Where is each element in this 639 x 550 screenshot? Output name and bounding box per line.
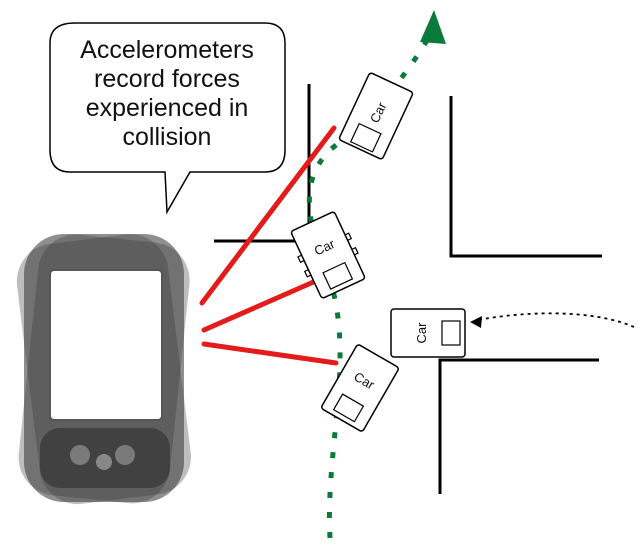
speech-bubble xyxy=(49,22,286,215)
approach-arrowhead xyxy=(470,316,482,328)
force-line-2 xyxy=(201,277,321,333)
callout-line: experienced in xyxy=(85,94,249,122)
approach-path xyxy=(477,312,635,328)
force-line-3 xyxy=(201,341,339,366)
car-1: Car xyxy=(338,72,414,160)
phone-icon xyxy=(16,234,191,505)
car-label: Car xyxy=(414,322,429,344)
road-edge-top-right xyxy=(449,96,602,258)
car-4: Car xyxy=(321,344,399,432)
callout-text: Accelerometers record forces experienced… xyxy=(52,36,282,152)
force-line-1 xyxy=(199,125,337,306)
car-3: Car xyxy=(390,308,466,358)
force-lines xyxy=(199,125,339,366)
callout-line: record forces xyxy=(94,65,240,93)
car-2: Car xyxy=(290,211,366,299)
road-edge-bottom-right xyxy=(438,358,599,494)
callout-line: collision xyxy=(122,123,212,151)
callout-line: Accelerometers xyxy=(80,36,254,64)
trajectory-arrowhead xyxy=(420,10,446,44)
phone-screen xyxy=(49,269,163,421)
